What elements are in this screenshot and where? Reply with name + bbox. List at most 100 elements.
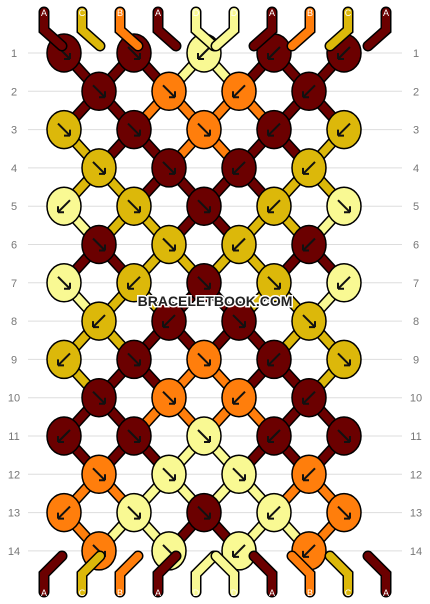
knot xyxy=(46,186,82,226)
row-label-right: 9 xyxy=(413,354,419,366)
string-top xyxy=(288,8,314,50)
knot-arrow-se xyxy=(197,429,211,443)
knot xyxy=(116,109,152,150)
knot-arrow-head xyxy=(204,359,211,367)
knot-arrow-head xyxy=(204,206,211,214)
knot-arrow-se xyxy=(92,467,106,482)
knot-arrow-sw xyxy=(267,505,281,520)
knot-arrow-se xyxy=(92,390,106,405)
string-bottom xyxy=(326,552,352,596)
knot xyxy=(221,454,257,495)
knot xyxy=(256,339,292,380)
knot-arrow-head xyxy=(344,512,351,520)
string-bottom xyxy=(288,552,314,596)
string-letter-top: B xyxy=(117,8,123,18)
knot xyxy=(326,339,362,380)
knot xyxy=(151,71,187,112)
knot xyxy=(81,454,117,495)
row-label-left: 14 xyxy=(8,546,20,558)
knot-arrow-se xyxy=(162,467,176,482)
string-bottom xyxy=(212,552,238,596)
knot xyxy=(221,377,257,418)
knot-arrow-sw xyxy=(92,314,106,328)
knot xyxy=(81,148,117,188)
string-letter-top: A xyxy=(383,8,389,18)
knot-arrow-se xyxy=(162,84,176,99)
row-label-right: 1 xyxy=(413,48,419,60)
knot xyxy=(46,416,82,456)
knot xyxy=(326,492,362,533)
knot xyxy=(151,377,187,418)
knot-arrow-sw xyxy=(302,237,316,252)
knot-arrow-head xyxy=(267,206,274,214)
row-label-left: 4 xyxy=(11,163,17,175)
knot xyxy=(326,416,362,456)
knot-arrow-sw xyxy=(302,544,316,558)
row-label-right: 2 xyxy=(413,86,419,98)
knot xyxy=(221,301,257,341)
row-label-left: 6 xyxy=(11,240,17,252)
knot-arrow-se xyxy=(337,505,351,520)
row-label-left: 8 xyxy=(11,316,17,328)
knot-arrow-head xyxy=(232,550,239,558)
knot xyxy=(186,416,222,456)
knot-arrow-head xyxy=(169,244,176,252)
knot-arrow-sw xyxy=(57,505,71,520)
string-top xyxy=(326,8,352,50)
knot xyxy=(256,186,292,226)
knot-arrow-head xyxy=(232,244,239,252)
knot-grid xyxy=(46,33,362,571)
knot-arrow-head xyxy=(99,244,106,252)
knot-arrow-se xyxy=(92,237,106,252)
knot-arrow-head xyxy=(134,512,141,520)
row-label-right: 13 xyxy=(410,508,422,520)
knot-arrow-se xyxy=(162,161,176,175)
string-bottom xyxy=(154,552,180,596)
row-label-right: 14 xyxy=(410,546,422,558)
knot-arrow-sw xyxy=(197,46,211,60)
row-label-left: 5 xyxy=(11,201,17,213)
knot xyxy=(116,492,152,533)
string-letter-bottom: A xyxy=(155,588,161,598)
knot-arrow-se xyxy=(92,84,106,99)
knot-arrow-se xyxy=(162,237,176,252)
knot xyxy=(291,377,327,418)
string-letter-bottom: A xyxy=(269,588,275,598)
knot-arrow-head xyxy=(344,206,351,214)
knot-arrow-head xyxy=(134,129,141,137)
knot-arrow-head xyxy=(267,359,274,367)
knot-arrow-se xyxy=(197,199,211,213)
row-label-left: 13 xyxy=(8,508,20,520)
knot xyxy=(186,186,222,226)
string-letter-bottom: B xyxy=(307,588,313,598)
knot-arrow-se xyxy=(162,390,176,405)
knot-arrow-head xyxy=(99,167,106,175)
knot-arrow-sw xyxy=(232,390,246,405)
knot-arrow-se xyxy=(232,467,246,482)
string-bottom xyxy=(192,552,218,596)
row-label-right: 3 xyxy=(413,125,419,137)
knot-arrow-sw xyxy=(57,429,71,443)
knot-arrow-head xyxy=(302,550,309,558)
string-top xyxy=(40,8,66,50)
row-label-left: 10 xyxy=(8,393,20,405)
knot xyxy=(116,416,152,456)
knot xyxy=(256,263,292,303)
string-letter-top: B xyxy=(307,8,313,18)
knot-arrow-head xyxy=(64,53,71,60)
knot-arrow-head xyxy=(64,129,71,137)
knot-arrow-head xyxy=(302,397,309,405)
knot-arrow-head xyxy=(57,359,64,367)
string-letter-top: A xyxy=(269,8,275,18)
knot-arrow-head xyxy=(302,244,309,252)
knot-arrow-se xyxy=(197,122,211,137)
knot-arrow-se xyxy=(337,429,351,443)
knot xyxy=(81,224,117,265)
knot xyxy=(291,148,327,188)
knot-arrow-se xyxy=(197,276,211,290)
knot-arrow-head xyxy=(57,512,64,520)
string-top xyxy=(212,8,238,50)
knot-arrow-sw xyxy=(232,161,246,175)
